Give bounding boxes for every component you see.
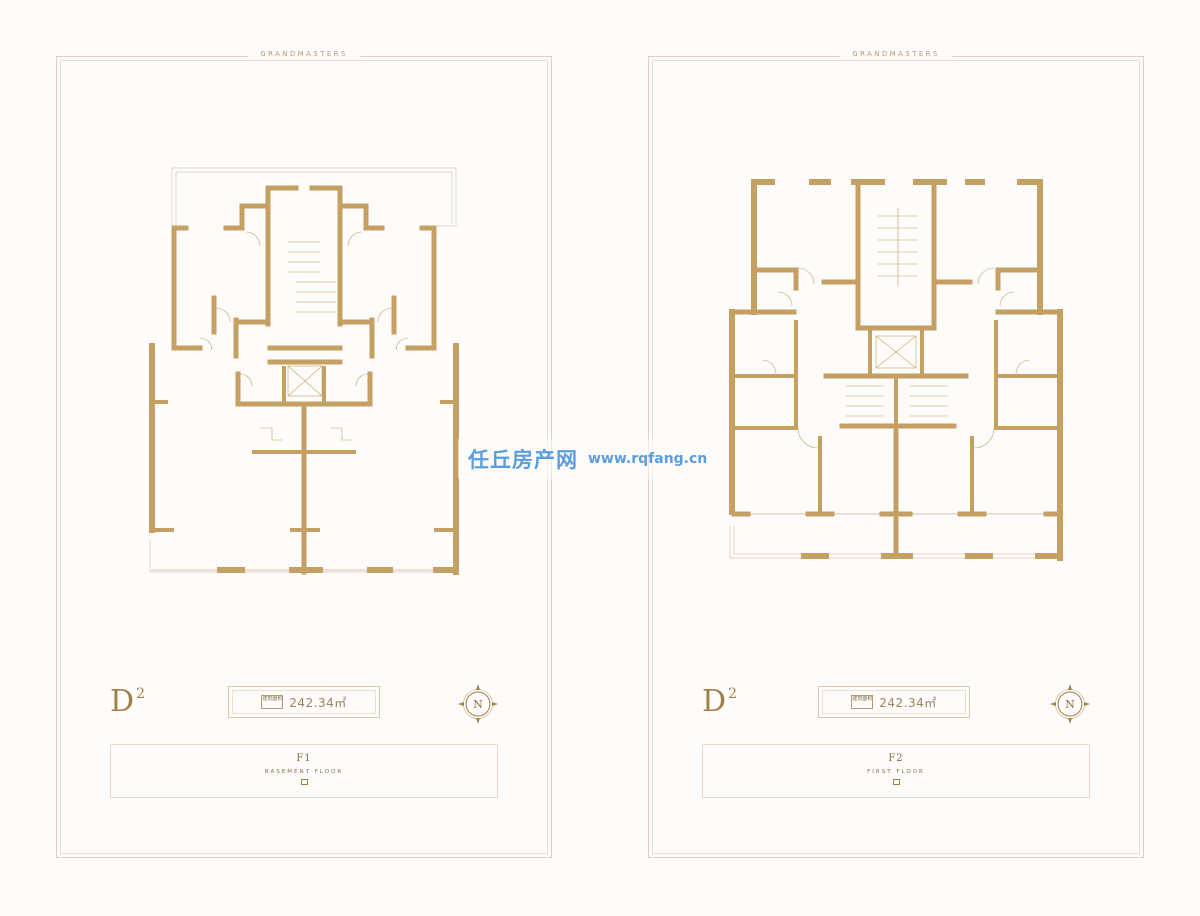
floor-plan-drawing	[149, 167, 459, 575]
area-badge: 建筑面积	[851, 695, 874, 709]
floor-label-box: F2 FIRST FLOOR	[702, 744, 1090, 798]
floor-name: FIRST FLOOR	[867, 769, 925, 775]
area-badge: 建筑面积	[261, 695, 284, 709]
floor-plan-panel-f1: GRANDMASTERS	[56, 50, 552, 858]
floor-label-box: F1 BASEMENT FLOOR	[110, 744, 498, 798]
floor-plan-icon	[300, 779, 308, 785]
brand-label: GRANDMASTERS	[840, 50, 952, 58]
area-plate: 建筑面积 242.34㎡	[818, 686, 970, 718]
north-compass-icon: N	[1050, 684, 1090, 724]
watermark-url: www.rqfang.cn	[588, 451, 708, 467]
area-plate: 建筑面积 242.34㎡	[228, 686, 380, 718]
floor-code: F1	[296, 753, 312, 764]
watermark-site-name: 任丘房产网	[468, 448, 578, 472]
watermark: 任丘房产网 www.rqfang.cn	[458, 439, 718, 479]
area-value: 242.34㎡	[879, 695, 937, 710]
walls	[729, 179, 1063, 561]
door-swings	[199, 231, 409, 387]
floor-code: F2	[888, 753, 904, 764]
stairs	[846, 208, 948, 417]
floor-plan-drawing	[729, 179, 1063, 561]
floor-plan-icon	[892, 779, 900, 785]
door-swings	[761, 267, 1031, 449]
walls	[149, 185, 459, 575]
north-compass-icon: N	[458, 684, 498, 724]
area-value: 242.34㎡	[289, 695, 347, 710]
stairs	[260, 241, 352, 441]
terrace-outline	[149, 167, 457, 573]
floor-plan-panel-f2: GRANDMASTERS	[648, 50, 1144, 858]
brand-label: GRANDMASTERS	[248, 50, 360, 58]
floor-name: BASEMENT FLOOR	[264, 769, 344, 775]
compass-label: N	[473, 698, 483, 711]
compass-label: N	[1065, 698, 1075, 711]
